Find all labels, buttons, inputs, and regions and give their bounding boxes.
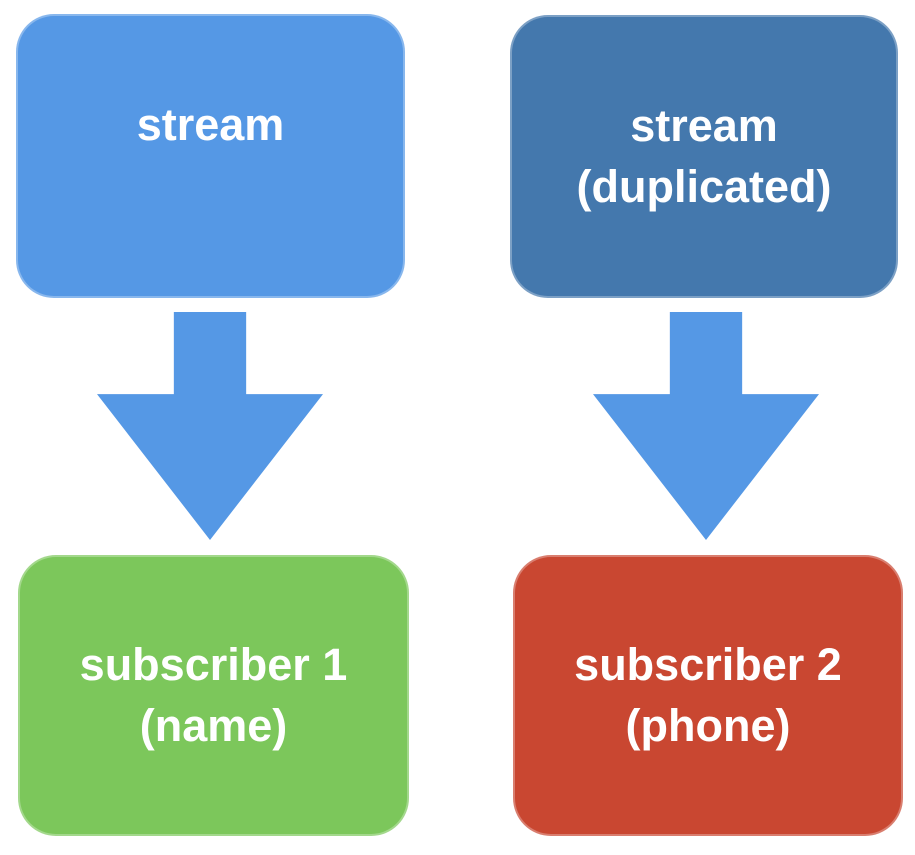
- node-stream: stream: [16, 14, 405, 298]
- node-subscriber-2: subscriber 2 (phone): [513, 555, 903, 836]
- node-label-line2: (duplicated): [576, 160, 832, 212]
- node-label: stream: [630, 99, 778, 151]
- node-label: subscriber 2: [574, 638, 842, 690]
- node-label: subscriber 1: [79, 638, 348, 690]
- node-stream-duplicated: stream (duplicated): [510, 15, 898, 298]
- node-label-line2: (phone): [625, 699, 791, 751]
- node-label-line2: (name): [139, 699, 288, 751]
- node-label: stream: [136, 99, 285, 151]
- down-arrow-stream-to-subscriber-1: [97, 312, 323, 540]
- down-arrow-stream-duplicated-to-subscriber-2: [593, 312, 819, 540]
- node-subscriber-1: subscriber 1 (name): [18, 555, 409, 836]
